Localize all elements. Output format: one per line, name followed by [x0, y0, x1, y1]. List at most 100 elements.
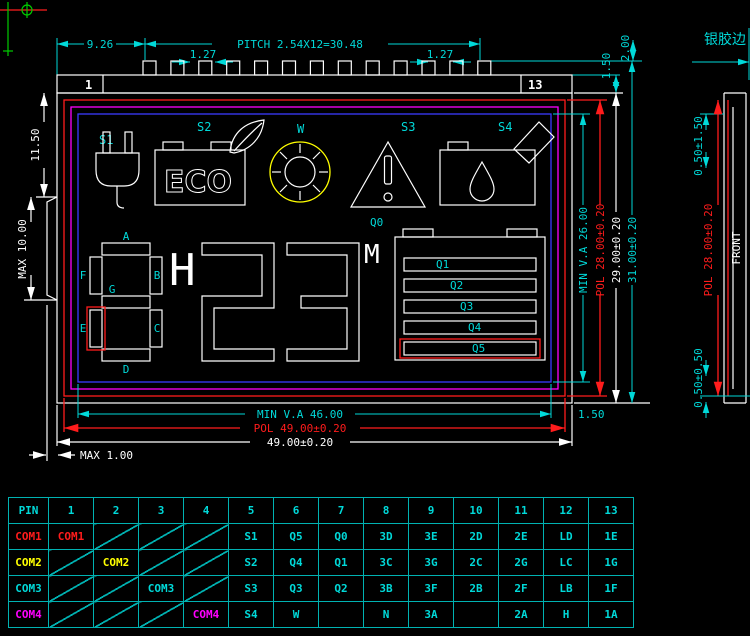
pin-table-cell-nc	[48, 549, 94, 576]
side-note: 银胶边	[704, 31, 746, 48]
connector-tooth	[170, 60, 185, 76]
pin-table-cell: 1F	[588, 575, 634, 602]
seg-label-f: F	[80, 269, 87, 282]
pin-table-cell: 3D	[363, 523, 409, 550]
battery-gauge: Q0 Q1 Q2 Q3 Q4 Q5	[370, 216, 546, 361]
pin-table-cell: COM3	[138, 575, 184, 602]
icon-oil-battery: S4	[439, 120, 555, 206]
icon-plug-label: S1	[99, 133, 113, 147]
icon-oil-label: S4	[498, 120, 512, 134]
dim-overall-height: 31.00±0.20	[626, 217, 639, 283]
pin-table-cell: S1	[228, 523, 274, 550]
icon-eco-battery: S2 ECO	[154, 119, 265, 206]
pin-table-cell: W	[273, 601, 319, 628]
pin-table-row-label-com1: COM1	[8, 523, 49, 550]
battery-bar-4	[403, 320, 537, 335]
pin-table-row-label-com4: COM4	[8, 601, 49, 628]
symbol-h: H	[169, 245, 196, 296]
pin-table-cell: 1G	[588, 549, 634, 576]
pin-table-cell: H	[543, 601, 589, 628]
dim-glass-height: 29.00±0.20	[610, 217, 623, 283]
dim-left: 11.50 MAX 10.00	[16, 93, 57, 301]
pin-table-cell: 2D	[453, 523, 499, 550]
pin-table-header-1: 1	[48, 497, 94, 524]
pin-table-cell-nc	[93, 523, 139, 550]
dim-tab-max: MAX 1.00	[80, 449, 133, 462]
ucs-origin-icon	[0, 2, 47, 56]
pin-table-cell: 3G	[408, 549, 454, 576]
side-dim-bottom: 0.50±0.50	[692, 348, 705, 408]
pin-table-cell: Q1	[318, 549, 364, 576]
seg-label-c: C	[154, 322, 161, 335]
pin-table-cell: N	[363, 601, 409, 628]
connector-tooth	[477, 60, 492, 76]
connector-tooth	[309, 60, 324, 76]
connector-tooth	[198, 60, 213, 76]
seg-label-b: B	[154, 269, 161, 282]
connector-tooth	[226, 60, 241, 76]
connector-tooth	[142, 60, 157, 76]
battery-bar-5-highlight	[399, 338, 541, 359]
dim-strip-gap: 1.50	[600, 53, 613, 80]
cad-drawing: 9.26 PITCH 2.54X12=30.48 1.27 1.27 1.50 …	[0, 2, 750, 462]
pin-table-cell: 3F	[408, 575, 454, 602]
connector-tooth	[281, 60, 297, 76]
pin-table-cell-nc	[48, 601, 94, 628]
pin-table-cell: 3A	[408, 601, 454, 628]
pin-table-cell: LB	[543, 575, 589, 602]
dim-va-height: MIN V.A 26.00	[577, 207, 590, 293]
battery-bar-5	[403, 341, 537, 356]
side-front-label: FRONT	[730, 231, 743, 264]
battery-outline	[394, 236, 546, 361]
pin-table-cell: Q5	[273, 523, 319, 550]
connector-tooth	[337, 60, 352, 76]
pin-table-cell: Q0	[318, 523, 364, 550]
pin-table-header-10: 10	[453, 497, 499, 524]
dim-top: 9.26 PITCH 2.54X12=30.48 1.27 1.27 1.50 …	[56, 35, 642, 93]
seg-label-e: E	[80, 322, 87, 335]
oil-spout	[513, 121, 555, 164]
connector-tooth	[449, 60, 464, 76]
dim-bottom: MIN V.A 46.00 POL 49.00±0.20 49.00±0.20 …	[29, 305, 573, 462]
lcd-outlines	[46, 92, 573, 404]
pin-table-cell: Q4	[273, 549, 319, 576]
battery-q0-label: Q0	[370, 216, 383, 229]
pin-table-cell: 2B	[453, 575, 499, 602]
pin-table-cell: 2G	[498, 549, 544, 576]
battery-q1-label: Q1	[436, 258, 449, 271]
pin-table-cell-nc	[93, 575, 139, 602]
connector-teeth	[142, 60, 492, 76]
pin-table-cell-nc	[138, 601, 184, 628]
icon-gear: W	[269, 122, 331, 203]
pin-table-cell	[318, 601, 364, 628]
pin-table-header-3: 3	[138, 497, 184, 524]
pin-table-header-7: 7	[318, 497, 364, 524]
pin-table-header-9: 9	[408, 497, 454, 524]
pin-last-label: 13	[528, 78, 542, 92]
pin-table-cell: 2E	[498, 523, 544, 550]
pin-table-header-6: 6	[273, 497, 319, 524]
pin-table-cell-nc	[138, 549, 184, 576]
dim-half-pitch-right: 1.27	[427, 48, 454, 61]
dim-pin-height: 2.00	[619, 35, 632, 62]
side-dim-pol: POL 28.00±0.20	[702, 204, 715, 297]
icon-gear-label: W	[297, 122, 305, 136]
seg-label-a: A	[123, 230, 130, 243]
pin-table-header-4: 4	[183, 497, 229, 524]
pin-table-cell: 3B	[363, 575, 409, 602]
pin-table-header-2: 2	[93, 497, 139, 524]
pin-table-cell-nc	[183, 523, 229, 550]
dim-left-margin: 9.26	[87, 38, 114, 51]
pin-table-cell: 2F	[498, 575, 544, 602]
connector-tooth	[254, 60, 269, 76]
pin-table-cell-nc	[93, 601, 139, 628]
pin-table-cell: S4	[228, 601, 274, 628]
viewing-area-outline	[77, 113, 552, 383]
pin-table-cell: 3C	[363, 549, 409, 576]
pin-table-cell: 2C	[453, 549, 499, 576]
side-view: FRONT 0.50±1.50 POL 28.00±0.20 0.50±0.50…	[692, 28, 750, 418]
seg-label-d: D	[123, 363, 130, 376]
pin-table-cell: 3E	[408, 523, 454, 550]
pin-first-label: 1	[85, 78, 92, 92]
